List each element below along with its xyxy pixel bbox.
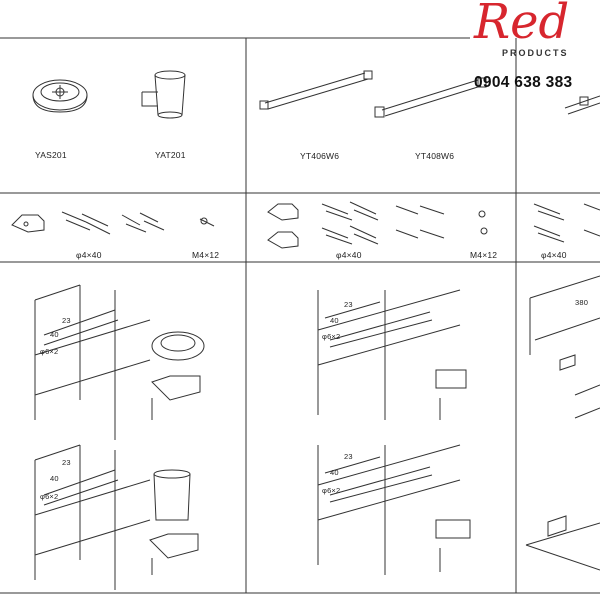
brand-logo: Red PRODUCTS <box>470 0 596 64</box>
hardware-middle <box>267 201 488 249</box>
dim-40: 40 <box>50 330 59 339</box>
install-shelf <box>525 275 600 571</box>
dim-23-c: 23 <box>344 300 353 309</box>
hardware-left <box>11 211 215 235</box>
install-soap-dish <box>34 284 205 440</box>
dim-23-b: 23 <box>62 458 71 467</box>
dim-380: 380 <box>575 298 589 307</box>
dim-23: 23 <box>62 316 71 325</box>
dim-drill: φ6×2 <box>40 347 59 356</box>
product-code-towel-bar-408: YT408W6 <box>415 151 455 161</box>
product-code-towel-bar-406: YT406W6 <box>300 151 340 161</box>
dim-drill-b: φ6×2 <box>40 492 59 501</box>
towel-bar-yt408-drawing <box>374 77 487 118</box>
dim-40-d: 40 <box>330 468 339 477</box>
install-tumbler <box>34 444 199 590</box>
dim-40-b: 40 <box>50 474 59 483</box>
anchor-size-middle: φ4×40 <box>336 250 362 260</box>
dim-40-c: 40 <box>330 316 339 325</box>
install-towel-bar-bottom <box>317 444 471 575</box>
screw-size-left: M4×12 <box>192 250 220 260</box>
soap-dish-drawing <box>32 79 88 113</box>
dim-23-d: 23 <box>344 452 353 461</box>
logo-subtitle: PRODUCTS <box>502 48 569 58</box>
logo-wordmark: Red <box>474 0 570 50</box>
install-towel-bar-top <box>317 289 467 420</box>
glass-shelf-drawing <box>564 95 600 115</box>
hardware-right <box>533 203 600 243</box>
anchor-size-left: φ4×40 <box>76 250 102 260</box>
tumbler-holder-drawing <box>141 70 186 119</box>
towel-bar-yt406-drawing <box>259 70 373 110</box>
dim-drill-c: φ6×2 <box>322 332 341 341</box>
product-code-soap-dish: YAS201 <box>35 150 67 160</box>
grid-lines <box>0 37 600 594</box>
product-code-tumbler: YAT201 <box>155 150 186 160</box>
screw-size-middle: M4×12 <box>470 250 498 260</box>
phone-number: 0904 638 383 <box>474 74 573 91</box>
anchor-size-right: φ4×40 <box>541 250 567 260</box>
dim-drill-d: φ6×2 <box>322 486 341 495</box>
